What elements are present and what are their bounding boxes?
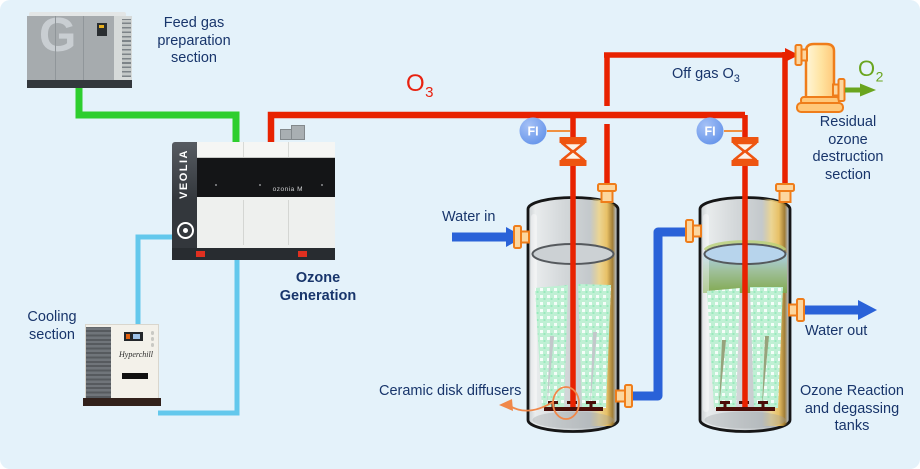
flow-indicator-1[interactable]: FI <box>519 117 571 145</box>
compressor-front-panel: G <box>27 16 114 80</box>
cooling-section-label: Cooling section <box>27 309 77 343</box>
chiller-brand-label: Hyperchill <box>119 350 153 359</box>
compressor-panel-letter: G <box>39 16 77 62</box>
tank-transfer-pipe <box>631 227 689 401</box>
chiller-control-panel <box>124 332 143 341</box>
fi1-label: FI <box>527 125 538 139</box>
flange-connectors <box>513 183 805 408</box>
water-in-label: Water in <box>442 209 496 225</box>
tank1-bubble-plumes <box>535 284 611 408</box>
feed-gas-section-label: Feed gas preparation section <box>157 15 231 66</box>
ceramic-diffusers-label: Ceramic disk diffusers <box>379 383 522 399</box>
water-out-label: Water out <box>805 323 868 339</box>
compressor-display <box>97 23 107 36</box>
ozone-valve-1[interactable] <box>559 137 587 166</box>
generator-base <box>172 248 335 260</box>
compressor-vent-grille <box>122 19 131 77</box>
chiller-base <box>83 398 161 406</box>
off-gas-arrowhead <box>785 48 799 62</box>
cooling-pipes <box>135 234 240 416</box>
feed-gas-compressor: G <box>27 12 132 88</box>
chiller-logo-bar <box>122 373 148 379</box>
diffuser-callout <box>499 386 580 420</box>
feed-gas-pipe <box>75 84 240 150</box>
ozone-generator: ozonia M VEOLIA <box>172 125 335 260</box>
oxygen-out-arrow <box>845 83 876 97</box>
generator-model-label: ozonia M <box>272 186 303 193</box>
chiller-grille <box>86 327 111 398</box>
generator-brand-band: VEOLIA <box>172 142 197 248</box>
ozone-stream-label: O3 <box>406 70 435 101</box>
ozone-generation-label: Ozone Generation <box>279 270 357 304</box>
water-out-arrowhead <box>858 300 877 320</box>
fi2-label: FI <box>704 125 715 139</box>
compressor-top <box>29 12 126 17</box>
veolia-logo-icon <box>177 222 194 239</box>
reaction-tanks-label: Ozone Reaction and degassing tanks <box>800 383 904 434</box>
compressor-base <box>27 80 132 88</box>
compressor-side-panel <box>114 16 132 80</box>
tank2-bubble-plumes <box>707 287 783 408</box>
generator-brand-label: VEOLIA <box>178 149 190 199</box>
generator-window-band: ozonia M <box>197 158 335 197</box>
residual-ozone-section-label: Residual ozone destruction section <box>812 114 884 183</box>
ozone-destructor <box>794 42 846 113</box>
generator-body: ozonia M <box>197 142 335 248</box>
water-pipes <box>452 227 877 401</box>
off-gas-label: Off gas O3 <box>672 66 740 85</box>
generator-top-fitting <box>278 125 306 140</box>
ozone-valve-2[interactable] <box>731 137 759 166</box>
oxygen-stream-label: O2 <box>858 56 884 85</box>
flow-indicator-2[interactable]: FI <box>696 117 743 145</box>
cooling-chiller: Hyperchill <box>83 324 161 406</box>
